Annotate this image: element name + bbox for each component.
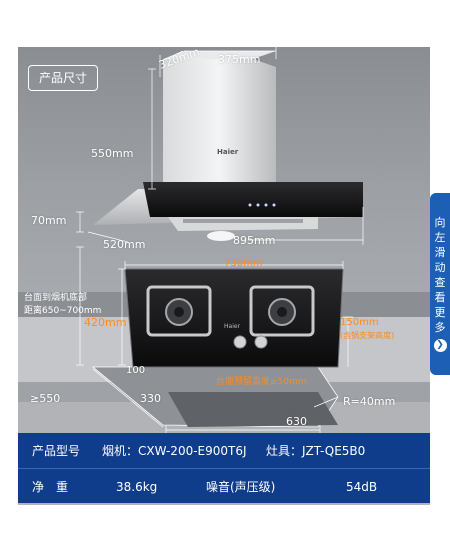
swipe-hint-char: 多 xyxy=(434,321,446,334)
pot-support-right xyxy=(249,285,315,337)
hood-width-label: 895mm xyxy=(233,234,276,247)
weight-label: 净 重 xyxy=(32,480,69,494)
counter-distance-label-line2: 距离650~700mm xyxy=(24,306,102,316)
swipe-hint-char: 左 xyxy=(434,231,446,244)
spec-table: 产品型号 烟机：CXW-200-E900T6J 灶具：JZT-QE5B0 净 重… xyxy=(18,433,430,503)
cutout-corner-radius-label: R=40mm xyxy=(343,395,396,408)
hood-control-dot xyxy=(256,203,260,207)
counter-distance-label-line1: 台面到烟机底部 xyxy=(24,293,88,303)
hood-panel-depth-label: 520mm xyxy=(103,238,146,251)
knob-right xyxy=(254,335,268,349)
cutout-height-note: 台面预留高度≥50mm xyxy=(216,377,307,387)
hood-chimney-top xyxy=(163,51,276,59)
swipe-hint-char: 滑 xyxy=(434,246,446,259)
hood-control-dot xyxy=(264,203,268,207)
arrow-right-icon[interactable]: ❯ xyxy=(433,339,447,352)
section-title-badge: 产品尺寸 xyxy=(28,65,98,91)
swipe-hint-char: 查 xyxy=(434,276,446,289)
hood-glass-panel xyxy=(143,182,363,217)
pot-support-note: (含锅支架高度) xyxy=(340,331,395,340)
weight-value: 38.6kg xyxy=(116,479,158,494)
hood-top-width-label: 375mm xyxy=(218,53,261,66)
swipe-hint-char: 看 xyxy=(434,291,446,304)
hob-brand-logo: Haier xyxy=(224,323,241,330)
hood-control-dot xyxy=(248,203,252,207)
hob-width-label: 730mm xyxy=(224,258,263,269)
hob-thickness-label: 100 xyxy=(126,365,146,376)
cutout-width-label: 630 xyxy=(286,415,307,428)
hood-height-label: 550mm xyxy=(91,147,134,160)
model-label: 产品型号 xyxy=(32,444,81,458)
cutout-min-depth-label: ≥550 xyxy=(30,392,61,405)
hood-panel-height-label: 70mm xyxy=(31,214,67,227)
cutout-depth-label: 330 xyxy=(140,392,161,405)
spec-row-model: 产品型号 烟机：CXW-200-E900T6J 灶具：JZT-QE5B0 xyxy=(18,433,430,468)
hob-depth-label: 420mm xyxy=(84,316,127,329)
hob-model-value: 灶具：JZT-QE5B0 xyxy=(266,444,366,458)
dimension-lines xyxy=(76,47,364,435)
hood-chimney xyxy=(163,59,276,190)
hood-model-value: 烟机：CXW-200-E900T6J xyxy=(102,444,247,458)
swipe-hint-char: 向 xyxy=(434,216,446,229)
knob-left xyxy=(233,335,247,349)
swipe-hint-char: 更 xyxy=(434,306,446,319)
spec-row-weight: 净 重 38.6kg 噪音(声压级) 54dB xyxy=(18,468,430,504)
hood-brand-logo: Haier xyxy=(217,148,239,156)
noise-value: 54dB xyxy=(346,479,378,494)
burner-left-cap xyxy=(174,307,184,317)
burner-right-cap xyxy=(277,307,287,317)
hood-control-dot xyxy=(272,203,276,207)
swipe-more-tab[interactable]: 向 左 滑 动 查 看 更 多 ❯ xyxy=(430,193,450,375)
pot-support-left xyxy=(146,285,212,337)
hood-light xyxy=(207,231,235,241)
hood-grill xyxy=(183,219,303,223)
hob-glass xyxy=(124,268,344,368)
pot-support-height-label: 150mm xyxy=(340,317,379,328)
swipe-hint-char: 动 xyxy=(434,261,446,274)
noise-label: 噪音(声压级) xyxy=(206,480,276,494)
cutout-hole xyxy=(168,392,338,427)
